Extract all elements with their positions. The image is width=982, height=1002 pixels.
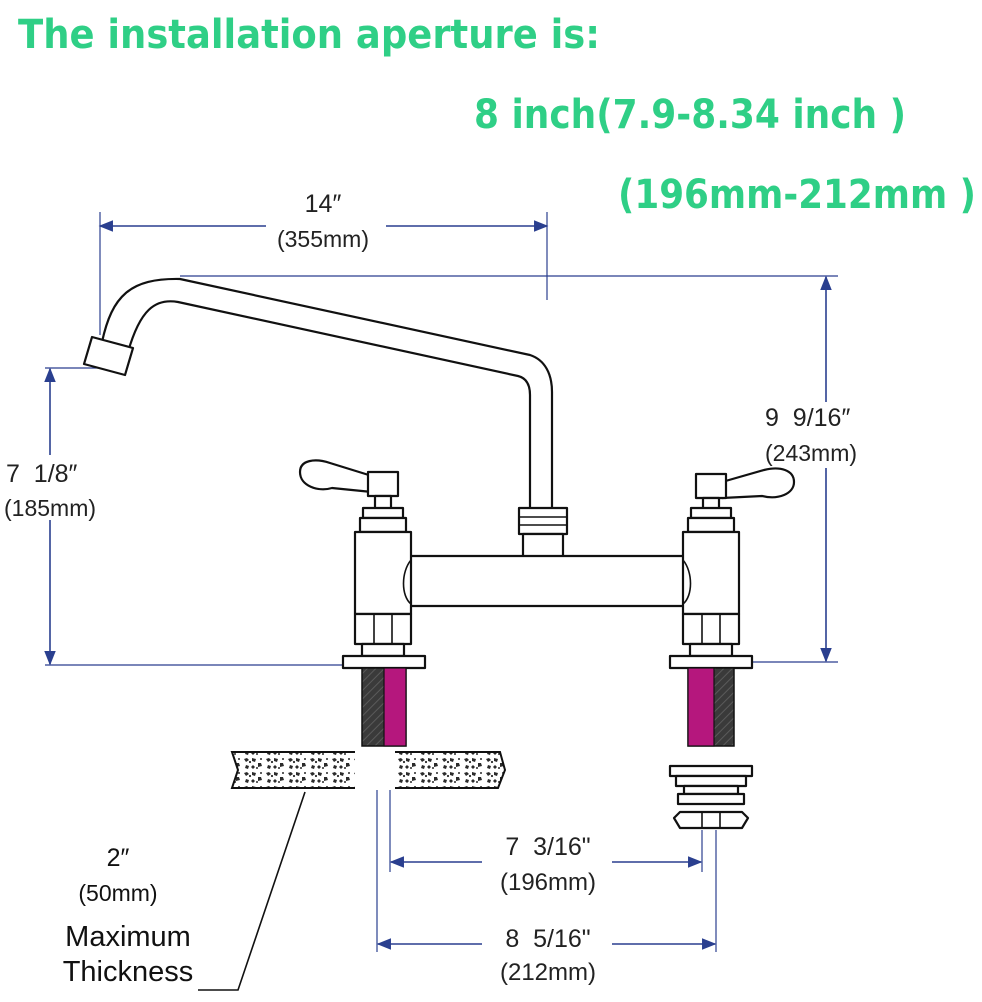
spout-height-metric: (185mm) — [4, 495, 96, 521]
faucet-illustration — [82, 277, 796, 830]
thickness-metric: (50mm) — [78, 880, 157, 906]
max-center-metric: (212mm) — [500, 959, 596, 986]
left-flange — [341, 654, 427, 670]
mounting-washer — [668, 764, 754, 778]
thickness-label-1: Maximum — [65, 921, 191, 953]
body-bar — [396, 554, 698, 608]
max-center-imperial: 8 5/16" — [505, 925, 590, 953]
min-center-metric: (196mm) — [500, 869, 596, 896]
spout-reach-metric: (355mm) — [277, 226, 369, 252]
right-valve-body — [681, 530, 741, 616]
aperture-size-metric: (196mm-212mm ) — [618, 172, 976, 218]
spout-aerator — [82, 335, 135, 377]
spout-reach-imperial: 14″ — [305, 190, 342, 218]
spout-height-imperial: 7 1/8″ — [6, 460, 78, 488]
mounting-nut — [672, 810, 750, 830]
dimension-arrows — [44, 220, 832, 950]
header-title: The installation aperture is: — [18, 12, 600, 58]
right-handle — [720, 467, 796, 500]
thickness-label-2: Thickness — [63, 956, 194, 988]
aperture-size: 8 inch(7.9-8.34 inch ) — [474, 92, 906, 138]
right-flange — [668, 654, 754, 670]
left-valve-body — [353, 530, 413, 616]
overall-height-imperial: 9 9/16″ — [765, 404, 850, 432]
left-handle — [298, 459, 374, 494]
thickness-leader — [198, 791, 306, 991]
thickness-value: 2″ — [107, 844, 130, 872]
min-center-imperial: 7 3/16" — [505, 833, 590, 861]
overall-height-metric: (243mm) — [765, 440, 857, 466]
